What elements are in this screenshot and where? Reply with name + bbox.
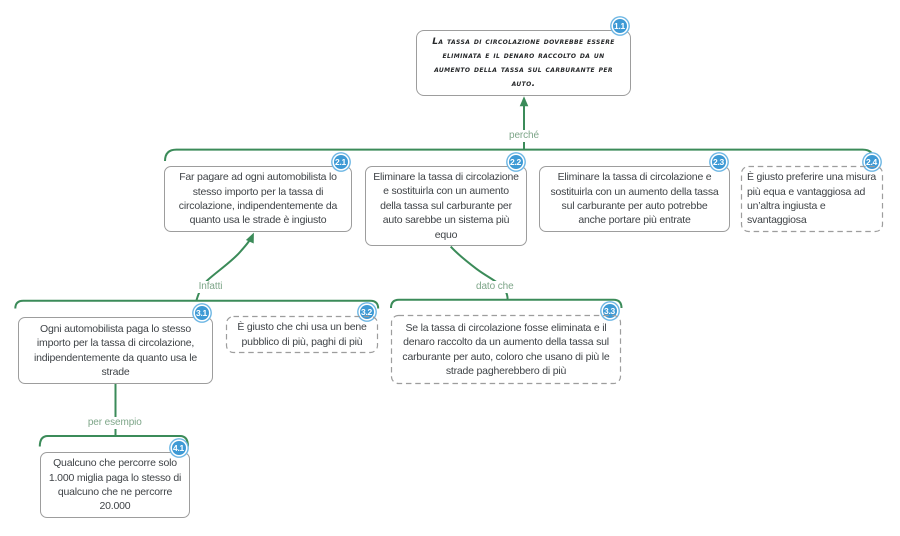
node-text-3-1: Ogni automobilista paga lo stesso import… [33, 322, 198, 378]
node-badge-2-2: 2.2 [508, 155, 523, 169]
bracket-group-3a [14, 299, 380, 309]
node-text-2-2: Eliminare la tassa di circolazione e sos… [373, 170, 519, 241]
relation-label-perche: perché [506, 130, 542, 142]
arrowhead-to-2-1 [245, 232, 254, 244]
node-reason-3-3[interactable]: 3.3 Se la tassa di circolazione fosse el… [391, 304, 621, 384]
node-text-1-1: La tassa di circolazione dovrebbe essere… [432, 37, 615, 89]
node-text-2-4: È giusto preferire una misura più equa e… [747, 171, 877, 227]
node-badge-3-2: 3.2 [359, 305, 374, 319]
node-text-2-1: Far pagare ad ogni automobilista lo stes… [178, 171, 338, 227]
relation-label-per-esempio: per esempio [84, 417, 145, 429]
bracket-group-4 [38, 435, 189, 447]
node-badge-2-4: 2.4 [864, 155, 879, 169]
relation-label-dato-che: dato che [473, 281, 517, 293]
node-reason-2-2[interactable]: 2.2 Eliminare la tassa di circolazione e… [365, 155, 527, 246]
arrowhead-to-1-1 [519, 96, 529, 107]
bracket-group-3b [390, 298, 623, 309]
node-reason-2-4[interactable]: 2.4 È giusto preferire una misura più eq… [741, 155, 883, 232]
node-example-4-1[interactable]: 4.1 Qualcuno che percorre solo 1.000 mig… [40, 441, 190, 518]
node-badge-3-1: 3.1 [194, 306, 209, 320]
node-badge-2-3: 2.3 [711, 155, 726, 169]
node-badge-3-3: 3.3 [602, 304, 617, 318]
node-badge-2-1: 2.1 [333, 155, 348, 169]
node-badge-1-1: 1.1 [612, 19, 627, 33]
node-reason-2-3[interactable]: 2.3 Eliminare la tassa di circolazione e… [539, 155, 730, 232]
node-text-3-3: Se la tassa di circolazione fosse elimin… [402, 321, 610, 377]
node-text-4-1: Qualcuno che percorre solo 1.000 miglia … [48, 457, 182, 513]
node-text-3-2: È giusto che chi usa un bene pubblico di… [237, 321, 367, 348]
node-reason-3-2[interactable]: 3.2 È giusto che chi usa un bene pubblic… [226, 305, 378, 353]
node-main-claim-1-1[interactable]: 1.1 La tassa di circolazione dovrebbe es… [416, 19, 631, 96]
node-reason-3-1[interactable]: 3.1 Ogni automobilista paga lo stesso im… [18, 306, 213, 384]
node-badge-4-1: 4.1 [171, 441, 186, 455]
node-reason-2-1[interactable]: 2.1 Far pagare ad ogni automobilista lo … [164, 155, 352, 232]
relation-label-infatti: Infatti [195, 280, 226, 293]
node-text-2-3: Eliminare la tassa di circolazione e sos… [550, 171, 719, 227]
